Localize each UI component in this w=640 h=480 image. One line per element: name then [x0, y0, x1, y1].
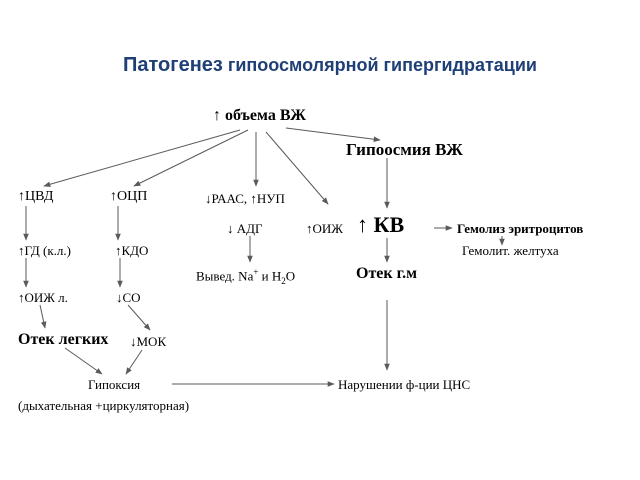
node-cns-disorder: Нарушении ф-ции ЦНС — [338, 377, 471, 392]
arrow-volume-to-hypoosmia — [285, 127, 381, 142]
excretion-prefix: Вывед. Na — [196, 268, 254, 284]
node-oizh: ↑ОИЖ — [306, 221, 343, 236]
node-brain-edema: Отек г.м — [356, 265, 417, 282]
node-hemolytic-jaundice: Гемолит. желтуха — [462, 243, 559, 258]
node-hypoxia-type: (дыхательная +циркуляторная) — [18, 398, 190, 413]
title-part-2: гипоосмолярной гипергидратации — [222, 55, 537, 75]
excretion-mid: и H — [258, 268, 282, 284]
node-excretion: Вывед. Na+ и H2O — [196, 268, 295, 286]
node-adg: ↓ АДГ — [227, 221, 263, 236]
node-kdo: ↑КДО — [115, 243, 149, 258]
arrow-volume-to-oizh — [265, 131, 329, 205]
node-raas-nup: ↓РААС, ↑НУП — [205, 191, 285, 206]
title-part-1: Патогенез — [123, 54, 223, 76]
arrow-volume-to-tsvd — [43, 129, 241, 187]
excretion-sup: + — [253, 267, 259, 277]
node-hypoxia: Гипоксия — [88, 377, 141, 392]
slide-title: Патогенез гипоосмолярной гипергидратации — [0, 54, 640, 77]
arrow-mok-to-hypoxia — [125, 349, 143, 375]
excretion-suffix: O — [285, 268, 296, 284]
arrow-oizh-l-to-lung-edema — [39, 304, 47, 329]
excretion-sub: 2 — [281, 275, 286, 286]
arrow-lung-edema-to-hypoxia — [64, 347, 103, 375]
node-hypoosmia-vzh: Гипоосмия ВЖ — [346, 140, 463, 159]
arrow-volume-to-otsp — [133, 129, 249, 187]
node-gd: ↑ГД (к.л.) — [18, 243, 71, 258]
node-hemolysis: Гемолиз эритроцитов — [457, 221, 584, 236]
arrow-so-to-mok — [127, 304, 151, 331]
node-volume-vzh: ↑ объема ВЖ — [213, 107, 306, 124]
node-mok: ↓МОК — [130, 334, 167, 349]
node-tsvd: ↑ЦВД — [18, 189, 54, 204]
node-kv: ↑ КВ — [357, 212, 405, 237]
node-lung-edema: Отек легких — [18, 331, 109, 348]
node-oizh-l: ↑ОИЖ л. — [18, 290, 68, 305]
node-so: ↓СО — [116, 290, 141, 305]
node-otsp: ↑ОЦП — [110, 189, 148, 204]
